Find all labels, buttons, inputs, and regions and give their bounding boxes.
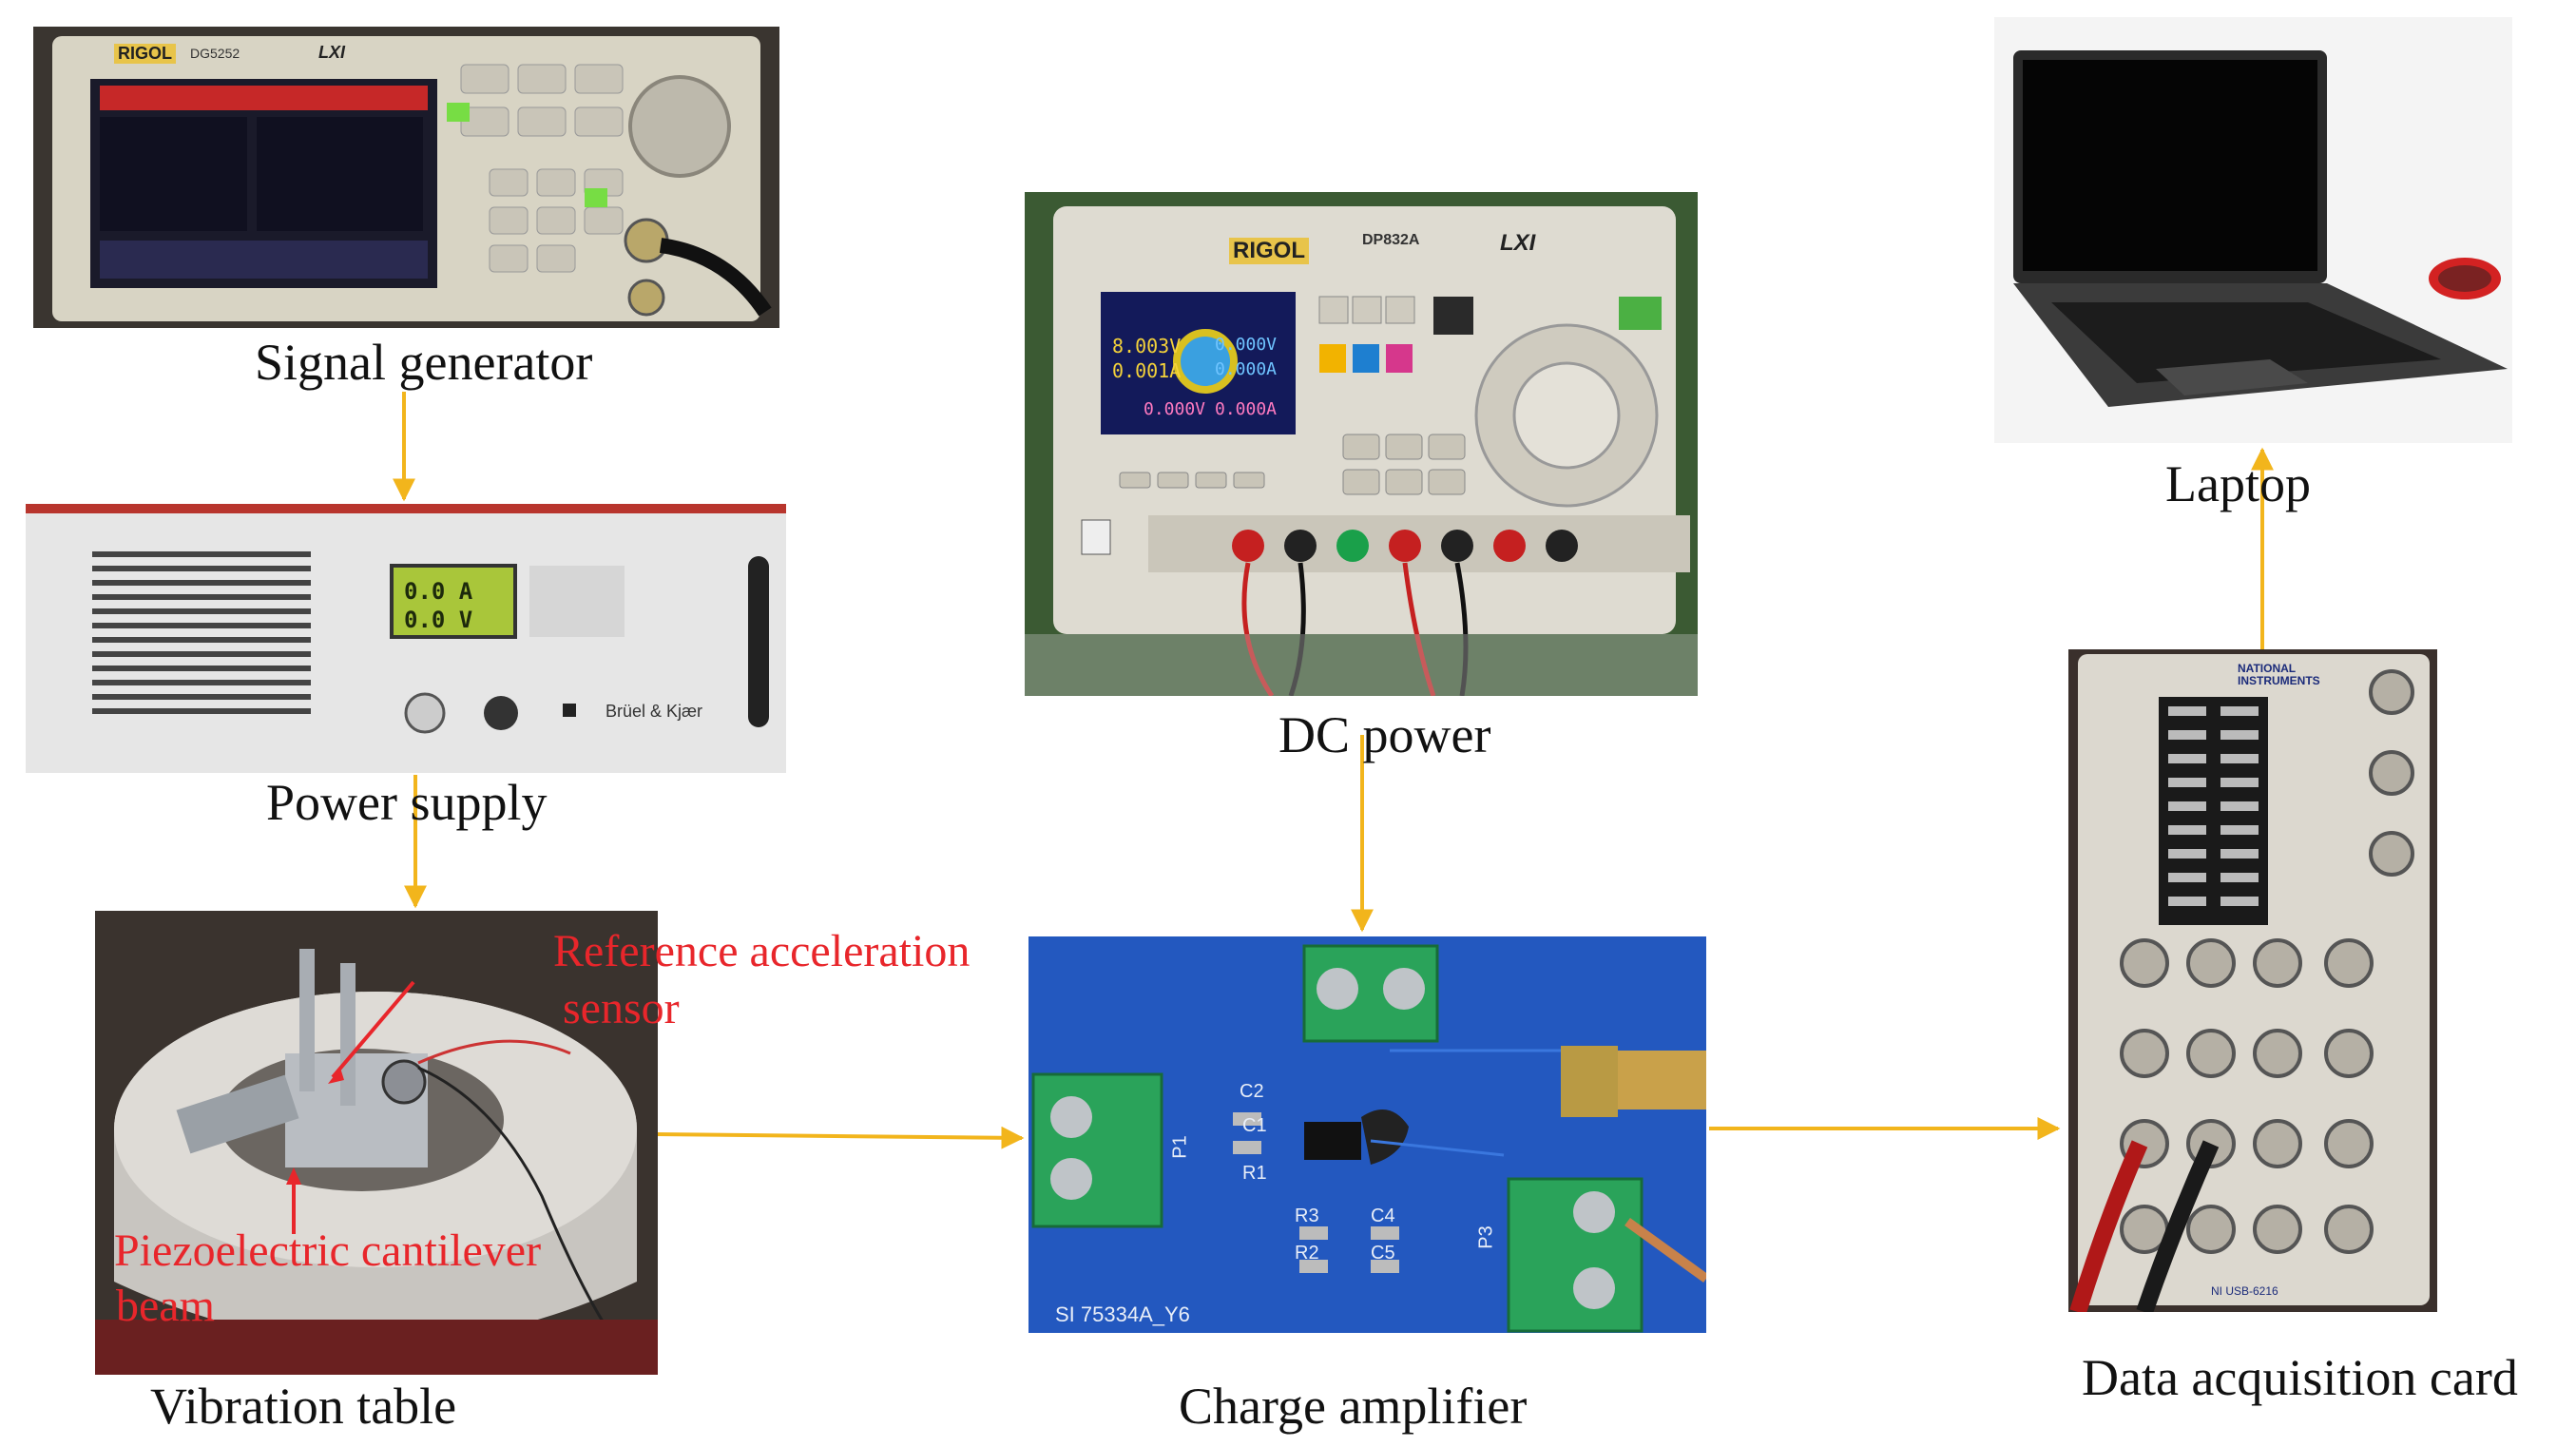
signal-generator-photo: RIGOL DG5252 LXI — [33, 27, 779, 328]
pcb-label-r1: R1 — [1242, 1163, 1267, 1184]
annotation-pointers — [286, 980, 415, 1234]
pcb-label-c5: C5 — [1371, 1243, 1395, 1264]
dc-power-illustration — [1025, 192, 1698, 696]
arrow-vibration-to-charge — [655, 1126, 1025, 1149]
pcb-label-r2: R2 — [1295, 1243, 1319, 1264]
ni-model-label: NI USB-6216 — [2211, 1284, 2278, 1298]
dc-power-model-label: DP832A — [1362, 232, 1420, 248]
pcb-label-r3: R3 — [1295, 1206, 1319, 1226]
bruel-kjaer-brand: Brüel & Kjær — [606, 702, 703, 721]
annotation-cantilever-line1: Piezoelectric cantilever — [114, 1225, 542, 1276]
caption-power-supply: Power supply — [266, 774, 548, 831]
laptop-illustration — [1994, 17, 2512, 443]
signal-generator-illustration — [52, 36, 772, 321]
laptop-photo — [1994, 17, 2512, 443]
rigol-brand-label-dc: RIGOL — [1229, 238, 1309, 264]
dc-ch2-voltage: 0.000V — [1215, 335, 1278, 355]
dc-power-photo: RIGOL DP832A LXI 8.003V 0.001A 0.000V 0.… — [1025, 192, 1698, 696]
pcb-label-c1: C1 — [1242, 1115, 1267, 1136]
daq-card-illustration — [2068, 649, 2437, 1312]
pcb-label-p3: P3 — [1475, 1225, 1497, 1249]
caption-signal-generator: Signal generator — [255, 334, 593, 391]
vibration-table-photo — [95, 911, 658, 1375]
caption-charge-amplifier: Charge amplifier — [1179, 1378, 1528, 1435]
caption-vibration-table: Vibration table — [150, 1378, 457, 1435]
rigol-brand-label: RIGOL — [114, 44, 176, 64]
charge-amplifier-illustration — [1028, 936, 1706, 1333]
ni-brand-label: NATIONAL INSTRUMENTS — [2238, 662, 2320, 688]
pcb-label-c2: C2 — [1240, 1081, 1264, 1102]
caption-laptop: Laptop — [2165, 455, 2311, 512]
signal-generator-lxi-label: LXI — [318, 43, 346, 62]
annotation-cantilever-line2: beam — [116, 1281, 215, 1331]
dc-power-lxi-label: LXI — [1500, 230, 1536, 256]
pcb-label-c4: C4 — [1371, 1206, 1395, 1226]
annotation-reference-sensor-line1: Reference acceleration — [553, 926, 971, 976]
power-supply-illustration — [26, 513, 786, 773]
annotation-reference-sensor-line2: sensor — [563, 983, 680, 1033]
dc-ch1-voltage: 8.003V — [1112, 335, 1182, 357]
caption-data-acquisition-card: Data acquisition card — [2082, 1349, 2518, 1406]
charge-amplifier-photo: C2 C1 R1 R3 R2 C4 C5 P1 P3 SI 75334A_Y6 — [1028, 936, 1706, 1333]
power-supply-display-voltage: 0.0 V — [404, 607, 473, 633]
signal-generator-model-label: DG5252 — [190, 46, 240, 61]
dc-ch3-current: 0.000A — [1215, 399, 1278, 419]
caption-dc-power: DC power — [1278, 706, 1491, 763]
dc-ch3-voltage: 0.000V — [1144, 399, 1206, 419]
dc-ch2-current: 0.000A — [1215, 359, 1278, 379]
vibration-table-illustration — [95, 911, 658, 1375]
dc-ch1-current: 0.001A — [1112, 359, 1182, 382]
daq-card-photo: NATIONAL INSTRUMENTS NI USB-6216 — [2068, 649, 2437, 1312]
power-supply-display-current: 0.0 A — [404, 578, 473, 605]
pcb-board-id: SI 75334A_Y6 — [1055, 1302, 1190, 1326]
pcb-label-p1: P1 — [1169, 1135, 1191, 1159]
power-supply-photo: 0.0 A 0.0 V Brüel & Kjær — [26, 504, 786, 773]
